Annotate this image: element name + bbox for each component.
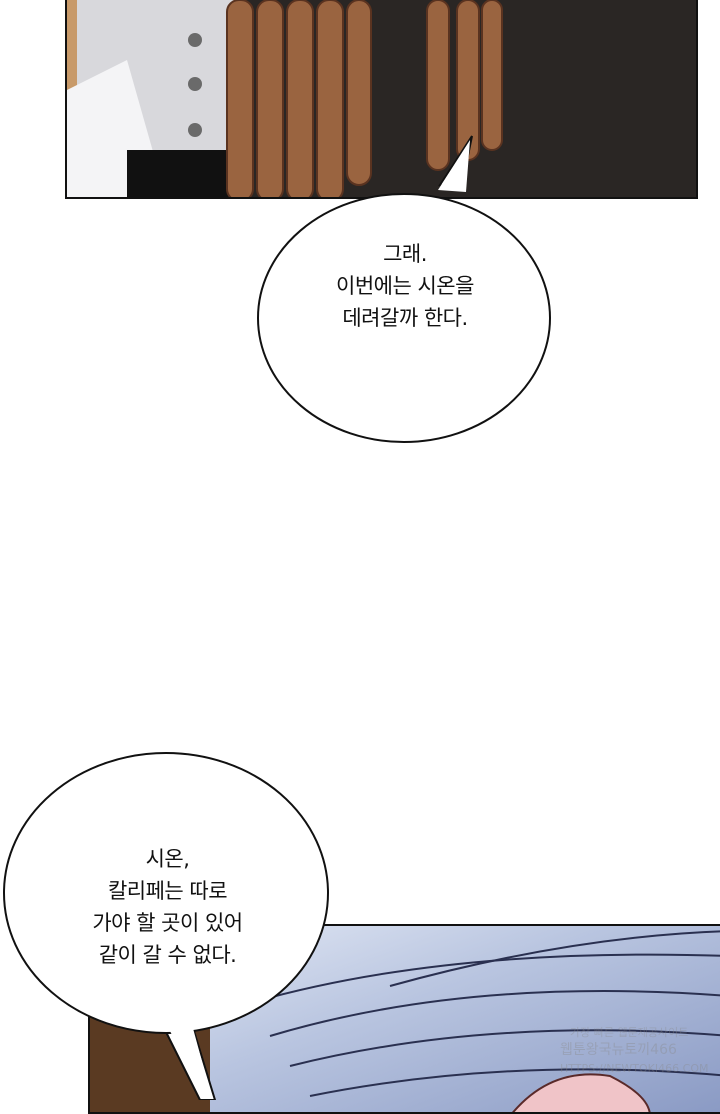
speech-bubble-2: [3, 752, 329, 1100]
comic-panel-top: [65, 0, 698, 199]
dialogue-line: 같이 갈 수 없다.: [98, 943, 237, 967]
dialogue-line: 시온,: [145, 847, 190, 871]
panel-illustration-braids: [67, 0, 503, 197]
speech-bubble-1: [257, 135, 551, 443]
dialogue-line: 데려갈까 한다.: [342, 306, 468, 330]
speech-bubble-1-text: 그래. 이번에는 시온을 데려갈까 한다.: [270, 238, 540, 334]
dialogue-line: 이번에는 시온을: [336, 274, 474, 298]
svg-text:HTTPS://NEWTOKI466.COM: HTTPS://NEWTOKI466.COM: [560, 1062, 708, 1075]
svg-text:가장 빠른 웹툰제공사이트: 가장 빠른 웹툰제공사이트: [570, 1026, 688, 1039]
watermark: 가장 빠른 웹툰제공사이트 웹툰왕국뉴토끼466 HTTPS://NEWTOKI…: [560, 1026, 708, 1075]
dialogue-line: 그래.: [383, 242, 427, 266]
svg-text:웹툰왕국뉴토끼466: 웹툰왕국뉴토끼466: [560, 1042, 677, 1058]
dialogue-line: 가야 할 곳이 있어: [92, 911, 243, 935]
speech-bubble-2-text: 시온, 칼리페는 따로 가야 할 곳이 있어 같이 갈 수 없다.: [20, 843, 315, 971]
dialogue-line: 칼리페는 따로: [107, 879, 228, 903]
